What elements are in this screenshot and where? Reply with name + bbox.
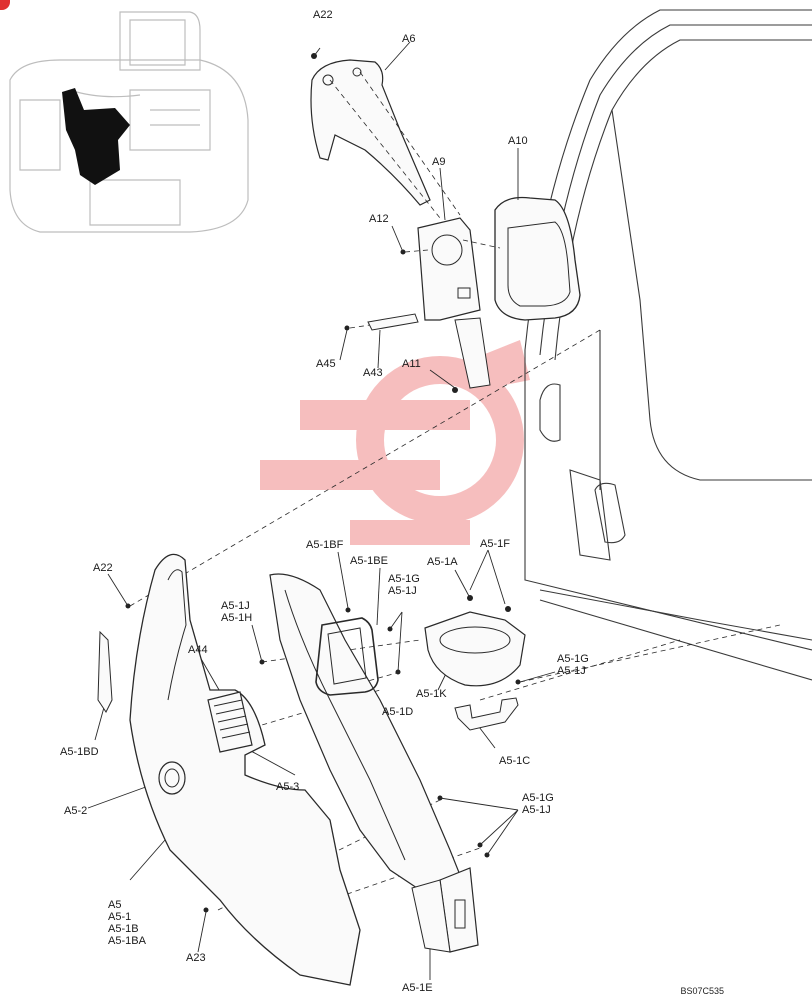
label-a5: A5: [108, 899, 122, 911]
part-a5-1d-panel: [269, 573, 461, 891]
part-a44-vent-slats: [213, 699, 251, 739]
label-a11: A11: [402, 358, 421, 370]
part-a5-1be-frame-inner: [327, 627, 367, 685]
watermark-logo: [260, 340, 530, 545]
part-a6-screw-hole: [322, 74, 334, 86]
part-a10-mirror: [494, 196, 581, 321]
label-a5-1j-c: A5-1J: [557, 665, 586, 677]
label-a23: A23: [186, 952, 206, 964]
label-a44: A44: [188, 644, 208, 656]
part-a5-2-grommet: [158, 761, 186, 795]
thumbnail-highlight-panel: [62, 88, 130, 185]
label-a22-left: A22: [93, 562, 113, 574]
part-a5-1bd-clip: [97, 630, 113, 713]
part-a5-1e-box-face: [411, 879, 451, 953]
part-a5-1be-frame: [315, 617, 379, 696]
label-a5-1h: A5-1H: [221, 612, 253, 624]
label-a5-1j-b: A5-1J: [221, 600, 250, 612]
label-group-a5-1g-a5-1j-low: A5-1G A5-1J: [522, 792, 554, 816]
label-a5-1c: A5-1C: [499, 755, 531, 767]
figure-code: BS07C535: [680, 986, 724, 996]
part-a5-panel-inner-edge: [167, 569, 187, 701]
label-group-a5-1j-a5-1h: A5-1J A5-1H: [221, 600, 252, 624]
label-a10: A10: [508, 135, 528, 147]
label-a5-1k: A5-1K: [416, 688, 447, 700]
part-a9-bracket: [417, 217, 481, 321]
label-a5-1g-c: A5-1G: [522, 792, 554, 804]
label-a5-2: A5-2: [64, 805, 88, 817]
label-a5-1bd: A5-1BD: [60, 746, 99, 758]
label-a5-1ba: A5-1BA: [108, 935, 146, 947]
label-a5-1e: A5-1E: [402, 982, 433, 994]
label-a45: A45: [316, 358, 336, 370]
label-group-a5-1g-a5-1j-mid: A5-1G A5-1J: [557, 653, 589, 677]
part-a5-2-grommet-inner: [164, 768, 180, 788]
part-a6-screw-hole-2: [352, 67, 362, 77]
label-a6: A6: [402, 33, 416, 45]
excavator-thumbnail: [9, 11, 249, 233]
part-a5-side-panel: [129, 553, 361, 986]
label-a5-1be: A5-1BE: [350, 555, 388, 567]
label-a5-3: A5-3: [276, 781, 300, 793]
label-a22-top: A22: [313, 9, 333, 21]
part-a10-glass: [507, 221, 571, 307]
label-a5-1f: A5-1F: [480, 538, 510, 550]
part-a5-1d-inner-edge: [284, 589, 406, 861]
part-a5-1e-slot: [454, 899, 466, 929]
part-a44-vent: [207, 691, 253, 753]
label-a5-1b: A5-1B: [108, 923, 139, 935]
label-group-a5: A5 A5-1 A5-1B A5-1BA: [108, 899, 146, 947]
label-a5-1a: A5-1A: [427, 556, 458, 568]
part-a9-lower-arm: [454, 317, 491, 389]
label-a5-1j-d: A5-1J: [522, 804, 551, 816]
part-a9-hole: [431, 234, 463, 266]
label-a5-1g-b: A5-1G: [557, 653, 589, 665]
label-a5-1bf: A5-1BF: [306, 539, 344, 551]
label-a5-1g-a: A5-1G: [388, 573, 420, 585]
part-a6-cover: [310, 59, 431, 206]
part-a5-1c-bracket: [454, 697, 519, 731]
label-group-a5-1g-a5-1j-top: A5-1G A5-1J: [388, 573, 420, 597]
page-corner-marker: [0, 0, 10, 10]
label-a43: A43: [363, 367, 383, 379]
part-a5-1a-cup-opening: [439, 626, 511, 654]
label-a9: A9: [432, 156, 446, 168]
cab-frame: [524, 9, 812, 681]
part-a43-plate: [367, 313, 419, 331]
part-a5-1a-cup-holder: [424, 611, 526, 687]
label-a5-1j-a: A5-1J: [388, 585, 417, 597]
label-a5-1: A5-1: [108, 911, 132, 923]
label-a5-1d: A5-1D: [382, 706, 414, 718]
part-a9-slot: [457, 287, 471, 299]
label-a12: A12: [369, 213, 389, 225]
